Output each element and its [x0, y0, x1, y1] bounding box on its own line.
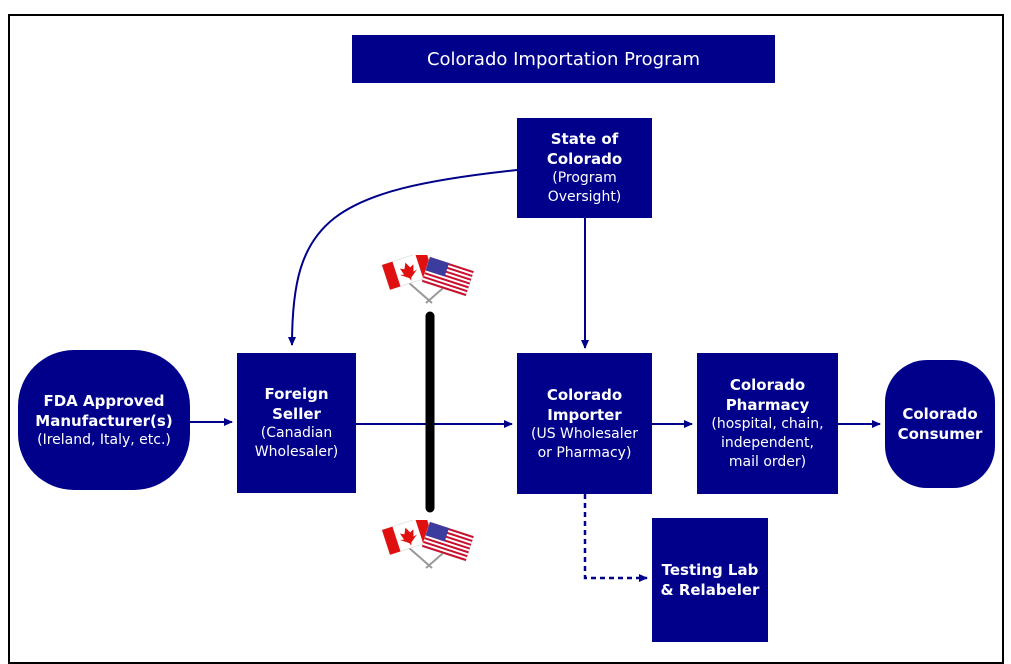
- testing-line1: Testing Lab: [661, 561, 759, 579]
- state-of-colorado-node: State of Colorado (Program Oversight): [517, 118, 652, 218]
- canada-us-crossed-flags-icon: [381, 520, 475, 569]
- importer-line3: (US Wholesaler: [531, 425, 638, 442]
- canada-us-crossed-flags-icon: [381, 255, 475, 304]
- state-line3: (Program: [552, 170, 617, 186]
- pharmacy-line2: Pharmacy: [725, 396, 810, 414]
- manufacturer-line2: Manufacturer(s): [35, 411, 173, 430]
- consumer-line1: Colorado: [902, 405, 978, 423]
- importer-line1: Colorado: [546, 385, 623, 404]
- testing-lab-node: Testing Lab & Relabeler: [652, 518, 768, 642]
- pharmacy-line3: (hospital, chain,: [711, 416, 824, 432]
- colorado-pharmacy-node: Colorado Pharmacy (hospital, chain, inde…: [697, 353, 838, 494]
- importer-line4: or Pharmacy): [537, 444, 632, 461]
- pharmacy-line4: independent,: [721, 435, 814, 451]
- foreign-seller-node: Foreign Seller (Canadian Wholesaler): [237, 353, 356, 493]
- foreign-seller-line3: (Canadian: [260, 425, 333, 441]
- state-line4: Oversight): [547, 189, 622, 205]
- foreign-seller-line4: Wholesaler): [254, 444, 339, 460]
- importer-line2: Importer: [547, 405, 622, 424]
- state-line2: Colorado: [546, 150, 623, 168]
- pharmacy-line5: mail order): [728, 454, 807, 470]
- manufacturer-line1: FDA Approved: [43, 391, 165, 410]
- foreign-seller-line2: Seller: [272, 405, 321, 423]
- pharmacy-line1: Colorado: [729, 376, 806, 394]
- colorado-importer-node: Colorado Importer (US Wholesaler or Phar…: [517, 353, 652, 494]
- colorado-consumer-node: Colorado Consumer: [885, 360, 995, 488]
- testing-line2: & Relabeler: [660, 581, 760, 599]
- diagram-title: Colorado Importation Program: [352, 35, 775, 83]
- foreign-seller-line1: Foreign: [264, 385, 329, 403]
- arrow-importer-to-testing-dashed: [583, 494, 648, 582]
- arrow-state-to-foreign-seller: [288, 169, 518, 346]
- fda-manufacturer-node: FDA Approved Manufacturer(s) (Ireland, I…: [18, 350, 190, 490]
- state-line1: State of: [550, 130, 619, 148]
- consumer-line2: Consumer: [897, 425, 983, 443]
- manufacturer-line3: (Ireland, Italy, etc.): [37, 431, 171, 448]
